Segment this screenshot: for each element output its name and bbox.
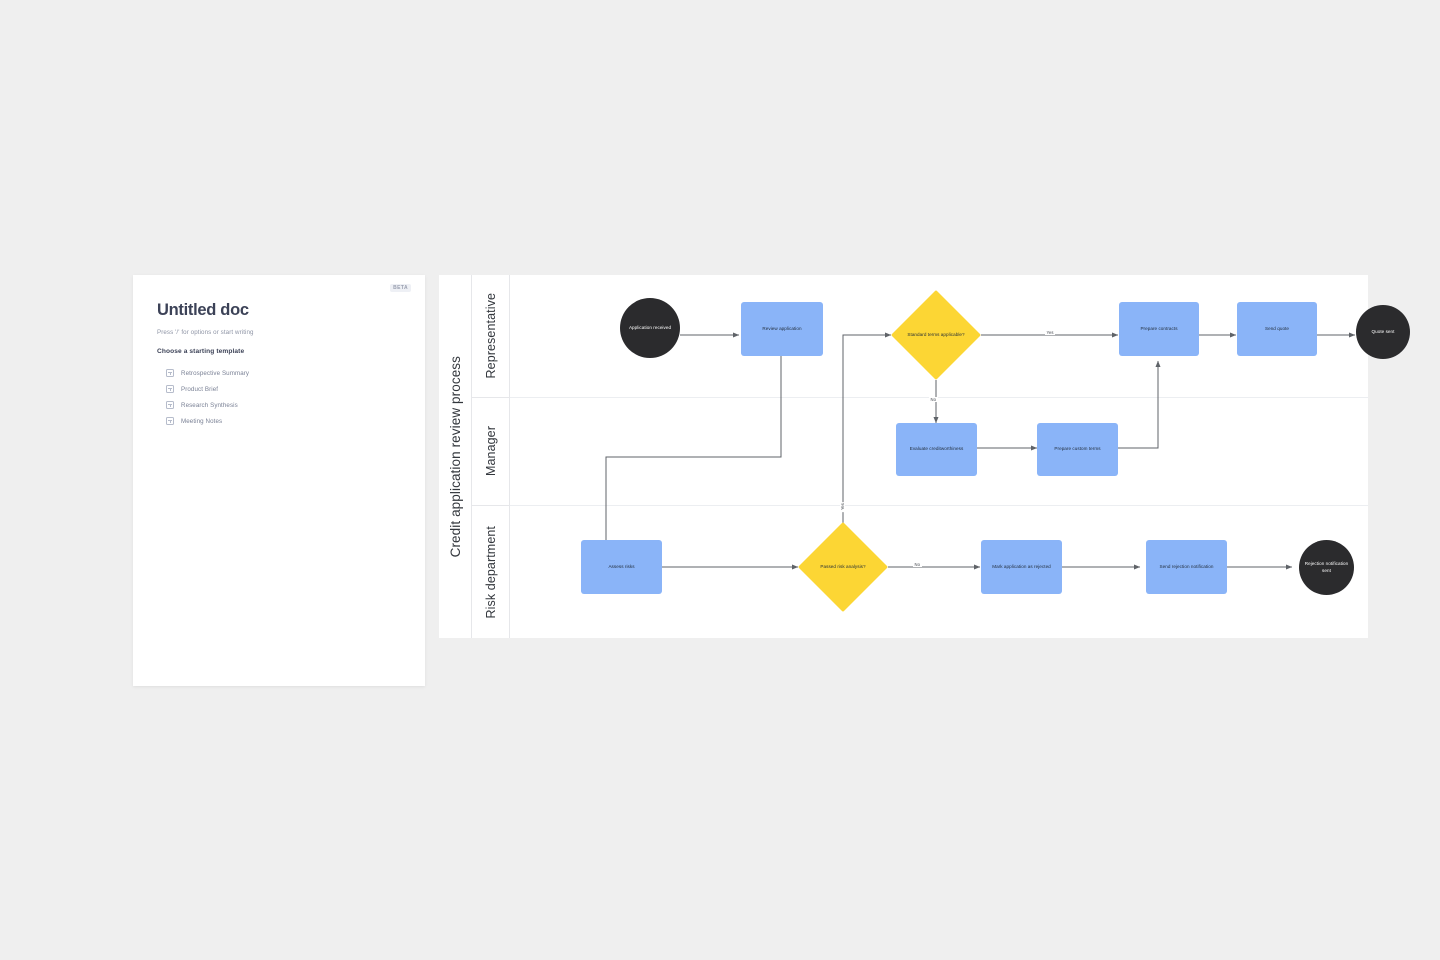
node-evaluate-creditworthiness[interactable]: Evaluate creditworthiness <box>896 423 977 476</box>
node-application-received[interactable]: Application received <box>620 298 680 358</box>
template-item-meeting-notes[interactable]: Meeting Notes <box>157 413 401 429</box>
node-label: Rejection notification sent <box>1304 560 1349 573</box>
node-label: Passed risk analysis? <box>820 563 866 569</box>
template-item-label: Research Synthesis <box>181 401 238 409</box>
node-label: Mark application as rejected <box>992 563 1051 569</box>
template-list: Retrospective Summary Product Brief Rese… <box>157 365 401 429</box>
page-title[interactable]: Untitled doc <box>157 301 249 319</box>
node-standard-terms-applicable-gateway[interactable]: Standard terms applicable? <box>891 290 981 380</box>
pool-title-column: Credit application review process <box>439 275 472 638</box>
beta-badge: BETA <box>390 284 411 292</box>
node-label: Prepare custom terms <box>1054 446 1101 452</box>
lane-header-manager[interactable]: Manager <box>472 397 510 505</box>
node-prepare-contracts[interactable]: Prepare contracts <box>1119 302 1199 356</box>
document-panel: BETA Untitled doc Press '/' for options … <box>133 275 425 686</box>
node-label: Standard terms applicable? <box>907 331 965 337</box>
lane-header-representative[interactable]: Representative <box>472 275 510 397</box>
node-label: Review application <box>762 325 802 331</box>
lane-label: Representative <box>484 293 498 379</box>
pool-title: Credit application review process <box>447 355 463 558</box>
node-label: Assess risks <box>608 563 635 569</box>
document-body: Untitled doc Press '/' for options or st… <box>133 275 425 429</box>
node-assess-risks[interactable]: Assess risks <box>581 540 662 594</box>
edge-label-terms-yes: Yes <box>1045 330 1056 335</box>
node-label: Send quote <box>1264 325 1289 331</box>
lane-area: Application received Review application … <box>510 275 1410 638</box>
lane-divider <box>510 397 1368 398</box>
node-mark-application-as-rejected[interactable]: Mark application as rejected <box>981 540 1062 594</box>
edge-label-risk-no: No <box>913 562 922 567</box>
lane-label: Manager <box>484 426 498 477</box>
editor-placeholder-hint[interactable]: Press '/' for options or start writing <box>157 329 254 336</box>
template-item-label: Product Brief <box>181 385 219 393</box>
node-prepare-custom-terms[interactable]: Prepare custom terms <box>1037 423 1118 476</box>
edge-label-risk-yes: Yes <box>840 502 845 513</box>
node-send-rejection-notification[interactable]: Send rejection notification <box>1146 540 1227 594</box>
template-item-research-synthesis[interactable]: Research Synthesis <box>157 397 401 413</box>
template-icon <box>166 385 174 393</box>
flowchart-canvas[interactable]: Credit application review process Repres… <box>439 275 1410 638</box>
edge-review-to-assess <box>603 356 782 568</box>
lane-label: Risk department <box>484 525 498 619</box>
node-quote-sent[interactable]: Quote sent <box>1356 305 1410 359</box>
template-item-product-brief[interactable]: Product Brief <box>157 381 401 397</box>
node-label: Quote sent <box>1371 328 1395 334</box>
lane-header-risk-department[interactable]: Risk department <box>472 505 510 638</box>
lane-divider <box>510 505 1368 506</box>
template-icon <box>166 401 174 409</box>
template-item-retrospective-summary[interactable]: Retrospective Summary <box>157 365 401 381</box>
edge-label-terms-no: No <box>929 397 938 402</box>
node-label: Send rejection notification <box>1159 563 1214 569</box>
template-icon <box>166 369 174 377</box>
node-label: Evaluate creditworthiness <box>909 446 964 452</box>
template-item-label: Retrospective Summary <box>181 369 250 377</box>
node-label: Application received <box>628 324 672 330</box>
edge-custom-terms-to-contracts <box>1118 360 1161 449</box>
template-item-label: Meeting Notes <box>181 417 223 425</box>
node-passed-risk-analysis-gateway[interactable]: Passed risk analysis? <box>798 522 888 612</box>
lane-label-column: Representative Manager Risk department <box>472 275 510 638</box>
node-review-application[interactable]: Review application <box>741 302 823 356</box>
template-icon <box>166 417 174 425</box>
node-rejection-notification-sent[interactable]: Rejection notification sent <box>1299 540 1354 595</box>
template-section-title: Choose a starting template <box>157 348 245 355</box>
node-label: Prepare contracts <box>1140 325 1178 331</box>
node-send-quote[interactable]: Send quote <box>1237 302 1317 356</box>
edge-risk-yes-to-terms <box>842 332 892 543</box>
